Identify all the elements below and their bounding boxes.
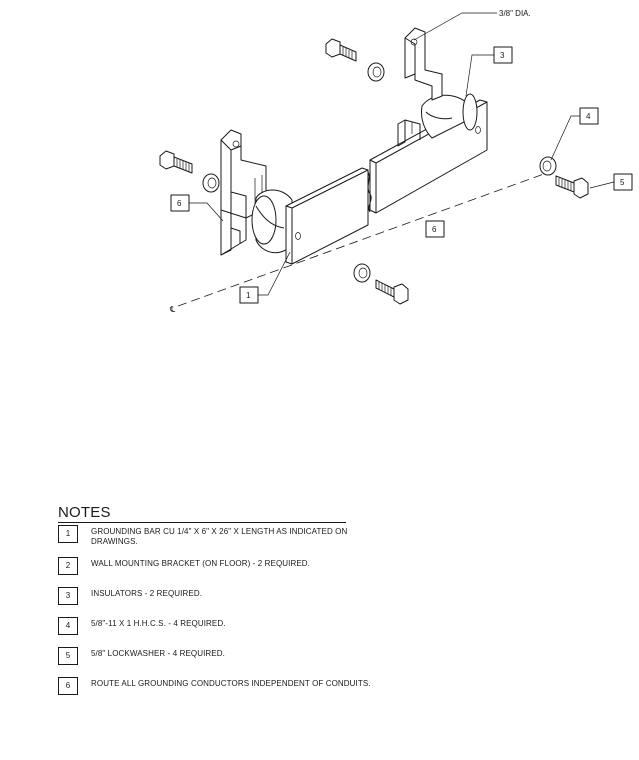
- callout-3-label: 3: [500, 51, 505, 60]
- lockwasher-bottom: [353, 263, 371, 283]
- callout-5-leader: [589, 181, 615, 189]
- bolt-bottom: [375, 279, 409, 305]
- note-text: GROUNDING BAR CU 1/4" X 6" X 26" X LENGT…: [91, 527, 348, 546]
- bolt-left: [159, 150, 193, 174]
- note-number-box: 3: [58, 587, 78, 605]
- grounding-bar-assembly-drawing: ℄: [159, 9, 633, 314]
- left-insulator: [251, 189, 293, 254]
- lockwasher-top-right: [367, 62, 385, 82]
- note-text: 5/8" LOCKWASHER - 4 REQUIRED.: [91, 649, 225, 658]
- note-text: 5/8"-11 X 1 H.H.C.S. - 4 REQUIRED.: [91, 619, 226, 628]
- grounding-bar-left-segment: [285, 167, 369, 265]
- callout-4-label: 4: [586, 112, 591, 121]
- dia-label: 3/8" DIA.: [499, 9, 531, 18]
- lockwasher-right: [539, 156, 557, 176]
- dia-leader-line: [413, 12, 497, 41]
- right-wall-bracket: [397, 27, 443, 147]
- bolt-top: [325, 38, 357, 62]
- bolt-right: [555, 175, 589, 199]
- callout-box-6-right: [425, 220, 445, 238]
- callout-1-label: 1: [246, 291, 251, 300]
- right-insulator: [421, 93, 478, 139]
- callout-4-leader: [550, 115, 580, 161]
- callout-3-leader: [465, 54, 494, 97]
- note-text: ROUTE ALL GROUNDING CONDUCTORS INDEPENDE…: [91, 679, 371, 688]
- callout-6-left-leader: [189, 202, 224, 222]
- callout-1-leader: [258, 251, 291, 296]
- note-number-box: 5: [58, 647, 78, 665]
- note-number-box: 1: [58, 525, 78, 543]
- center-axis-line: [177, 169, 556, 307]
- note-text: INSULATORS - 2 REQUIRED.: [91, 589, 203, 598]
- notes-section: NOTES: [58, 504, 348, 523]
- callout-6-left-label: 6: [177, 199, 182, 208]
- note-text: WALL MOUNTING BRACKET (ON FLOOR) - 2 REQ…: [91, 559, 310, 568]
- note-number-box: 4: [58, 617, 78, 635]
- notes-title: NOTES: [58, 504, 346, 523]
- lockwasher-left: [202, 173, 220, 193]
- centerline-symbol: ℄: [169, 305, 176, 314]
- callout-5-label: 5: [620, 178, 625, 187]
- note-number-box: 6: [58, 677, 78, 695]
- callout-6-right-label: 6: [432, 225, 437, 234]
- note-number-box: 2: [58, 557, 78, 575]
